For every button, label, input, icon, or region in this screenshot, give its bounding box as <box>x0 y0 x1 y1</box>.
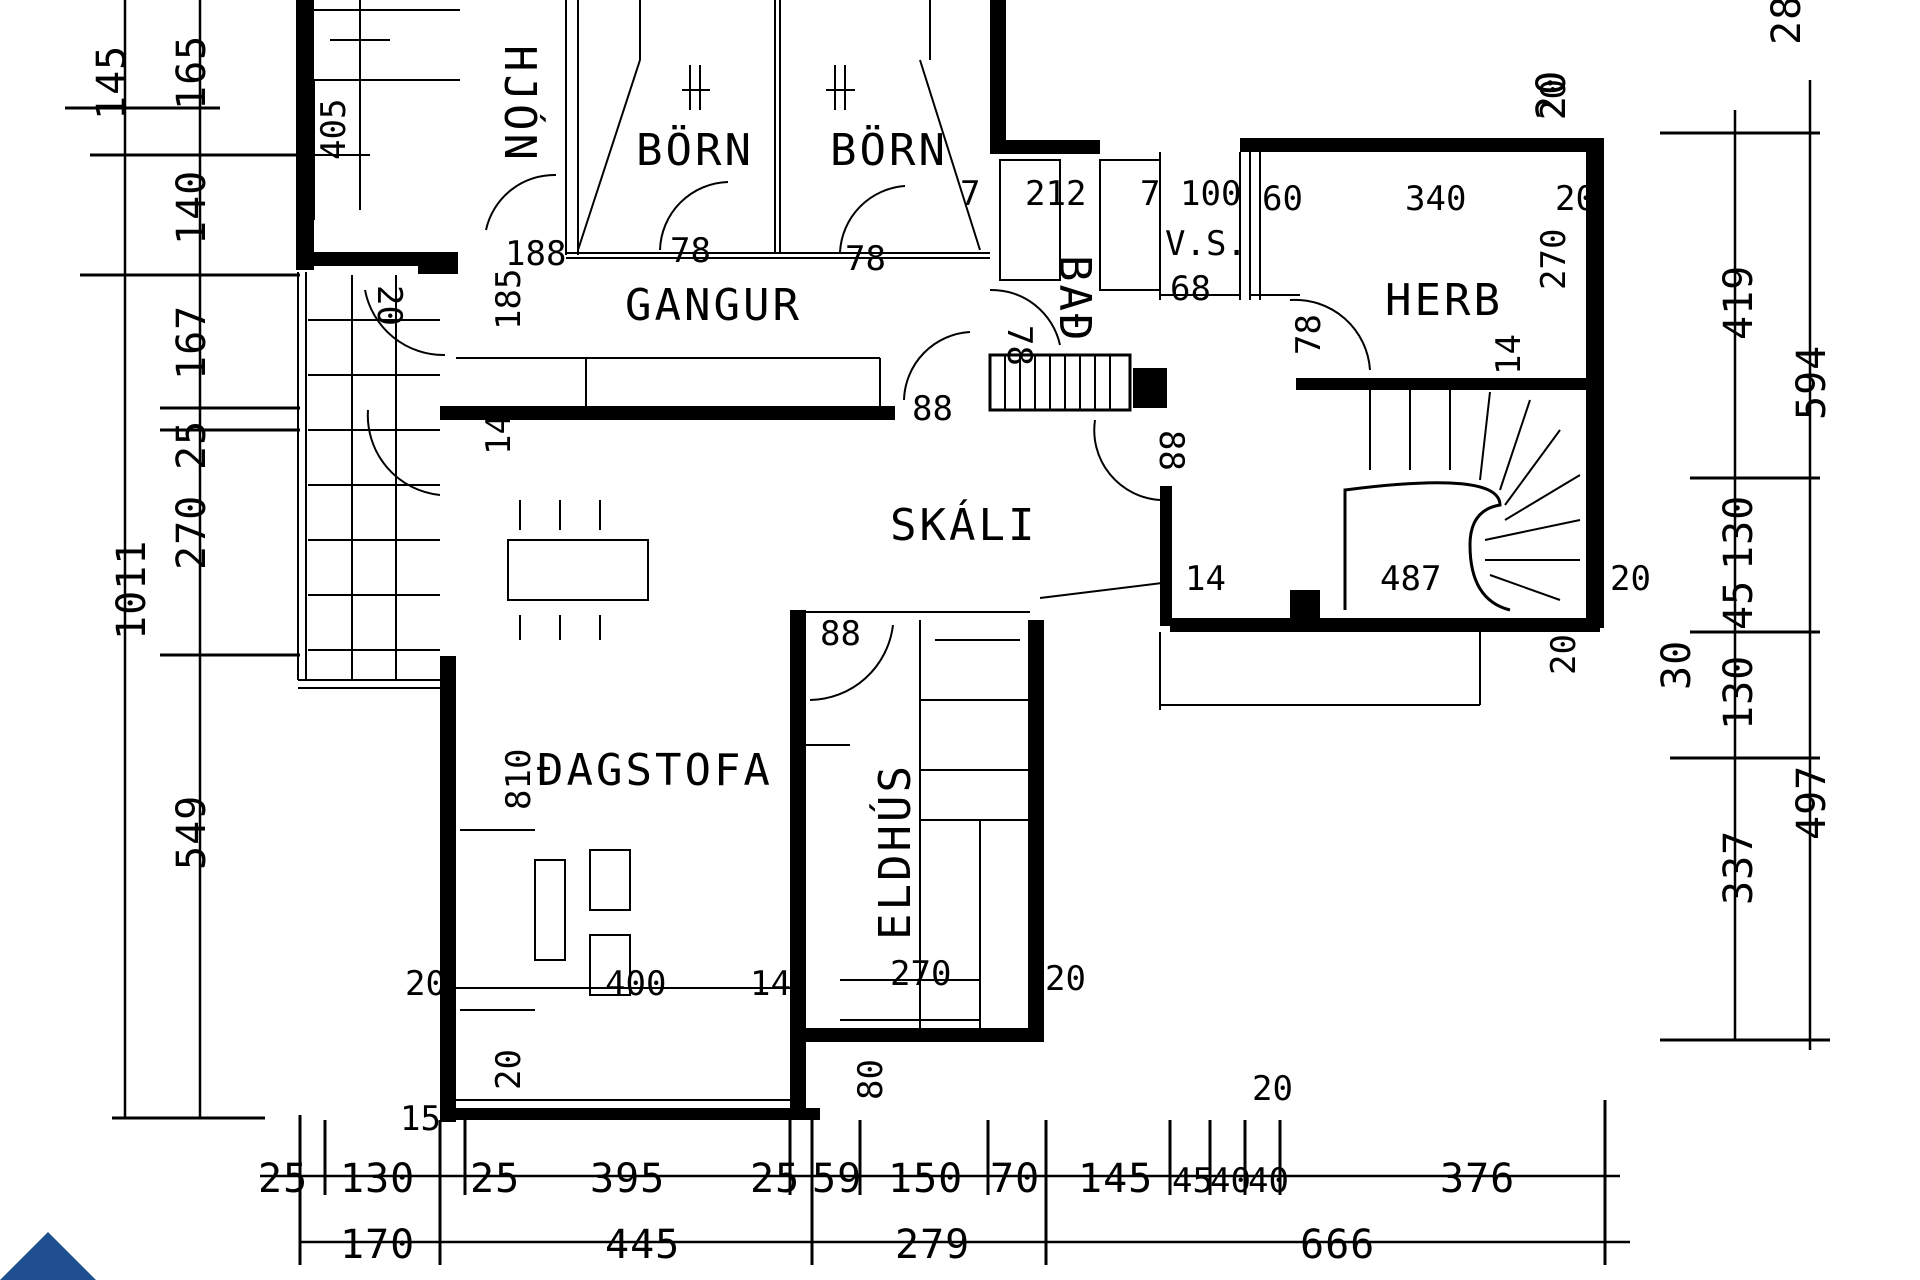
dim-14-a: 14 <box>1489 334 1529 375</box>
dim-bottom-145: 145 <box>1078 1156 1153 1202</box>
door-swings <box>364 173 1371 701</box>
dim-right-594: 594 <box>1789 345 1835 420</box>
dim-bottom-130-a: 130 <box>340 1156 415 1202</box>
dim-88-b: 88 <box>1151 430 1191 471</box>
dim-bottom-666: 666 <box>1300 1222 1375 1268</box>
dim-left-167: 167 <box>169 305 215 380</box>
dim-right-130-b: 130 <box>1716 655 1762 730</box>
dim-20-d: 20 <box>1610 559 1651 599</box>
dim-bottom-45: 45 <box>1172 1161 1213 1201</box>
dim-left-549: 549 <box>169 795 215 870</box>
bottom-dimension-labels: 25 130 25 395 25 59 150 70 145 45 40 40 … <box>258 1069 1515 1268</box>
room-label-born-2: BÖRN <box>830 124 948 176</box>
dim-left-270: 270 <box>169 495 215 570</box>
dim-bottom-170: 170 <box>340 1222 415 1268</box>
dim-100: 100 <box>1180 174 1241 214</box>
dim-bottom-279: 279 <box>895 1222 970 1268</box>
dim-bottom-376: 376 <box>1440 1156 1515 1202</box>
room-label-vs: V.S. <box>1165 224 1247 264</box>
dim-78-b: 78 <box>845 239 886 279</box>
dim-left-145: 145 <box>89 45 135 120</box>
room-labels: HJÓN BÖRN BÖRN GANGUR BAÐ V.S. HERB SKÁL… <box>494 45 1503 940</box>
dim-bottom-25-a: 25 <box>258 1156 308 1202</box>
dim-bottom-70: 70 <box>990 1156 1040 1202</box>
dim-88-c: 88 <box>820 614 861 654</box>
dim-20-h: 20 <box>489 1049 529 1090</box>
dim-340: 340 <box>1405 179 1466 219</box>
dim-400: 400 <box>605 964 666 1004</box>
dim-left-165: 165 <box>169 35 215 110</box>
dim-810: 810 <box>499 749 539 810</box>
dim-20-e: 20 <box>1544 634 1584 675</box>
dim-14-d: 14 <box>750 964 791 1004</box>
dim-80: 80 <box>851 1059 891 1100</box>
dim-right-28: 28 <box>1764 0 1810 45</box>
dim-right-30: 30 <box>1654 640 1700 690</box>
inner-dimensions: 405 188 78 78 185 20 7 212 7 100 68 60 3… <box>314 79 1651 1139</box>
dim-bottom-150: 150 <box>888 1156 963 1202</box>
dim-78-a: 78 <box>670 231 711 271</box>
dim-20-a: 20 <box>369 285 409 326</box>
dim-188: 188 <box>505 234 566 274</box>
dim-20-g: 20 <box>1045 959 1086 999</box>
dim-15: 15 <box>400 1099 441 1139</box>
dim-bottom-20: 20 <box>1252 1069 1293 1109</box>
dim-right-130-a: 130 <box>1716 495 1762 570</box>
dim-right-337: 337 <box>1716 830 1762 905</box>
dim-right-419: 419 <box>1716 265 1762 340</box>
right-dimension-labels: 28 20 419 594 130 45 30 130 497 337 <box>1529 0 1835 905</box>
dim-bottom-445: 445 <box>605 1222 680 1268</box>
room-label-gangur: GANGUR <box>625 280 802 331</box>
corner-badge <box>0 1232 96 1280</box>
dim-20-top-right: 20 <box>1534 79 1574 120</box>
dim-78-c: 78 <box>999 325 1039 366</box>
dim-right-45: 45 <box>1716 580 1762 630</box>
left-dimension-labels: 1011 145 165 140 167 25 270 549 <box>89 35 215 870</box>
room-label-herb: HERB <box>1385 275 1503 326</box>
dim-14-b: 14 <box>479 414 519 455</box>
dim-20-f: 20 <box>405 964 446 1004</box>
walls <box>296 0 1604 1122</box>
dim-left-140: 140 <box>169 170 215 245</box>
dim-bottom-395: 395 <box>590 1156 665 1202</box>
room-label-bad: BAÐ <box>1049 255 1100 343</box>
room-label-skali: SKÁLI <box>890 498 1037 551</box>
dim-68: 68 <box>1170 269 1211 309</box>
dim-270-a: 270 <box>1534 229 1574 290</box>
dimension-lines <box>65 0 1830 1265</box>
room-label-dagstofa: ÐAGSTOFA <box>537 745 773 796</box>
dim-405: 405 <box>314 99 354 160</box>
dim-212: 212 <box>1025 174 1086 214</box>
dim-20-b: 20 <box>1555 179 1596 219</box>
dim-bottom-40-a: 40 <box>1210 1161 1251 1201</box>
dim-487: 487 <box>1380 559 1441 599</box>
dim-185: 185 <box>489 269 529 330</box>
room-label-born-1: BÖRN <box>636 124 754 176</box>
dim-right-20: 20 <box>1529 70 1575 120</box>
dim-bottom-59: 59 <box>812 1156 862 1202</box>
dim-7b: 7 <box>1140 174 1160 214</box>
dim-7: 7 <box>960 174 980 214</box>
dim-78-d: 78 <box>1289 314 1329 355</box>
dim-14-c: 14 <box>1185 559 1226 599</box>
interior-lines <box>280 0 1581 1101</box>
room-label-eldhus: ELDHÚS <box>868 763 921 940</box>
room-label-hjon: HJÓN <box>494 45 547 163</box>
dim-60: 60 <box>1262 179 1303 219</box>
dim-88-a: 88 <box>912 389 953 429</box>
dim-left-1011: 1011 <box>109 540 155 640</box>
dim-bottom-40-b: 40 <box>1248 1161 1289 1201</box>
dim-bottom-25-b: 25 <box>470 1156 520 1202</box>
dim-270-b: 270 <box>890 954 951 994</box>
dim-right-497: 497 <box>1789 765 1835 840</box>
dim-bottom-25-c: 25 <box>750 1156 800 1202</box>
dim-left-25: 25 <box>169 420 215 470</box>
